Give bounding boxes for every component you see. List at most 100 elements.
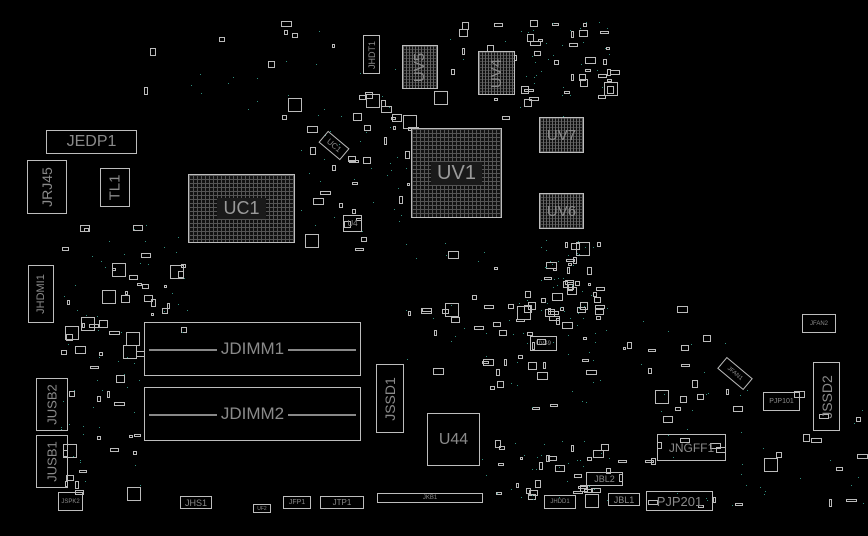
via [593,246,595,248]
passive-component [565,241,569,248]
via [677,492,679,494]
via [862,502,864,504]
connector-jhdd1[interactable]: JHDD1 [544,495,576,509]
via [163,310,165,312]
via [546,42,548,44]
passive-component [605,46,610,50]
via [594,488,596,490]
passive-component [582,359,590,363]
chip-uv4[interactable]: UV4 [478,51,515,95]
passive-component [124,291,128,296]
connector-jedp1[interactable]: JEDP1 [46,130,137,154]
chip-uv5[interactable]: UV5 [402,45,438,89]
via [449,38,451,40]
passive-component [528,361,538,370]
passive-component [776,452,782,459]
via [585,402,587,404]
via [486,332,488,334]
connector-jfan2[interactable]: JFAN2 [802,314,836,333]
connector-jkb1[interactable]: JKB1 [377,493,483,503]
passive-component [526,487,532,494]
transformer-tl1[interactable]: TL1 [100,168,130,207]
passive-component [648,348,657,352]
via [540,454,542,456]
via [667,434,669,436]
connector-jfan1[interactable]: JFAN1 [717,356,753,391]
connector-jbl2[interactable]: JBL2 [586,472,623,486]
passive-component [109,448,119,453]
passive-component [489,385,495,390]
chip-uc1-small[interactable]: UC1 [318,130,350,161]
passive-component [529,40,541,46]
chip-uv1[interactable]: UV1 [411,128,502,218]
connector-jssd1[interactable]: JSSD1 [376,364,404,433]
passive-component [120,295,130,304]
passive-component [735,502,744,506]
connector-jhdmi1[interactable]: JHDMI1 [28,265,54,323]
via [91,256,93,258]
chip-uv7[interactable]: UV7 [539,117,584,153]
chip-u44[interactable]: U44 [427,413,480,466]
label: JFAN1 [726,365,744,382]
connector-jhs1[interactable]: JHS1 [180,496,212,509]
connector-pjp201[interactable]: PJP201 [646,491,713,511]
chip-uv6[interactable]: UV6 [539,193,584,229]
passive-component [495,492,502,496]
passive-component [66,475,75,482]
passive-component [80,225,91,233]
passive-component [392,113,403,122]
passive-component [764,457,779,472]
via [75,285,77,287]
label: UV49 [535,340,551,347]
connector-jusb2[interactable]: JUSB2 [36,378,68,431]
via [484,251,486,253]
slot-jngff1[interactable]: JNGFF1 [657,434,726,461]
via [534,62,536,64]
via [746,390,748,391]
via [98,329,100,331]
passive-component [112,268,117,272]
slot-jdimm2[interactable]: JDIMM2 [144,387,361,441]
passive-component [547,308,551,316]
via [68,344,70,346]
slot-jdimm1[interactable]: JDIMM1 [144,322,361,376]
via [478,261,480,263]
passive-component [129,435,134,438]
fuse-uf2[interactable]: UF2 [253,504,271,513]
passive-component [164,285,168,289]
label: JTP1 [332,498,352,507]
via [79,460,81,462]
connector-jssd2[interactable]: JSSD2 [813,362,840,431]
passive-component [181,326,188,333]
via [691,410,693,412]
passive-component [125,332,140,347]
chip-uc1[interactable]: UC1 [188,174,295,243]
connector-jusb1[interactable]: JUSB1 [36,435,68,488]
passive-component [75,480,80,489]
connector-jrj45[interactable]: JRJ45 [27,160,67,214]
via [171,293,173,295]
via [577,459,579,461]
connector-jspk2[interactable]: JSPK2 [58,492,83,511]
passive-component [725,388,729,395]
via [74,390,76,392]
connector-jbl1[interactable]: JBL1 [608,493,640,506]
chip-uv49[interactable]: UV49 [530,336,557,351]
via [559,307,561,309]
via [300,150,302,152]
passive-component [80,317,95,332]
passive-component [609,70,620,76]
via [731,504,733,506]
via [576,252,578,254]
via [664,393,666,395]
connector-jtp1[interactable]: JTP1 [320,496,364,509]
connector-pjp101[interactable]: PJP101 [763,392,800,411]
chip-u4[interactable]: U4 [343,215,362,232]
connector-jfp1[interactable]: JFP1 [283,496,311,509]
passive-component [143,86,148,95]
via [134,464,136,466]
via [571,284,573,286]
passive-component [358,95,366,101]
connector-jhdt1[interactable]: JHDT1 [363,35,380,74]
via [570,317,572,319]
